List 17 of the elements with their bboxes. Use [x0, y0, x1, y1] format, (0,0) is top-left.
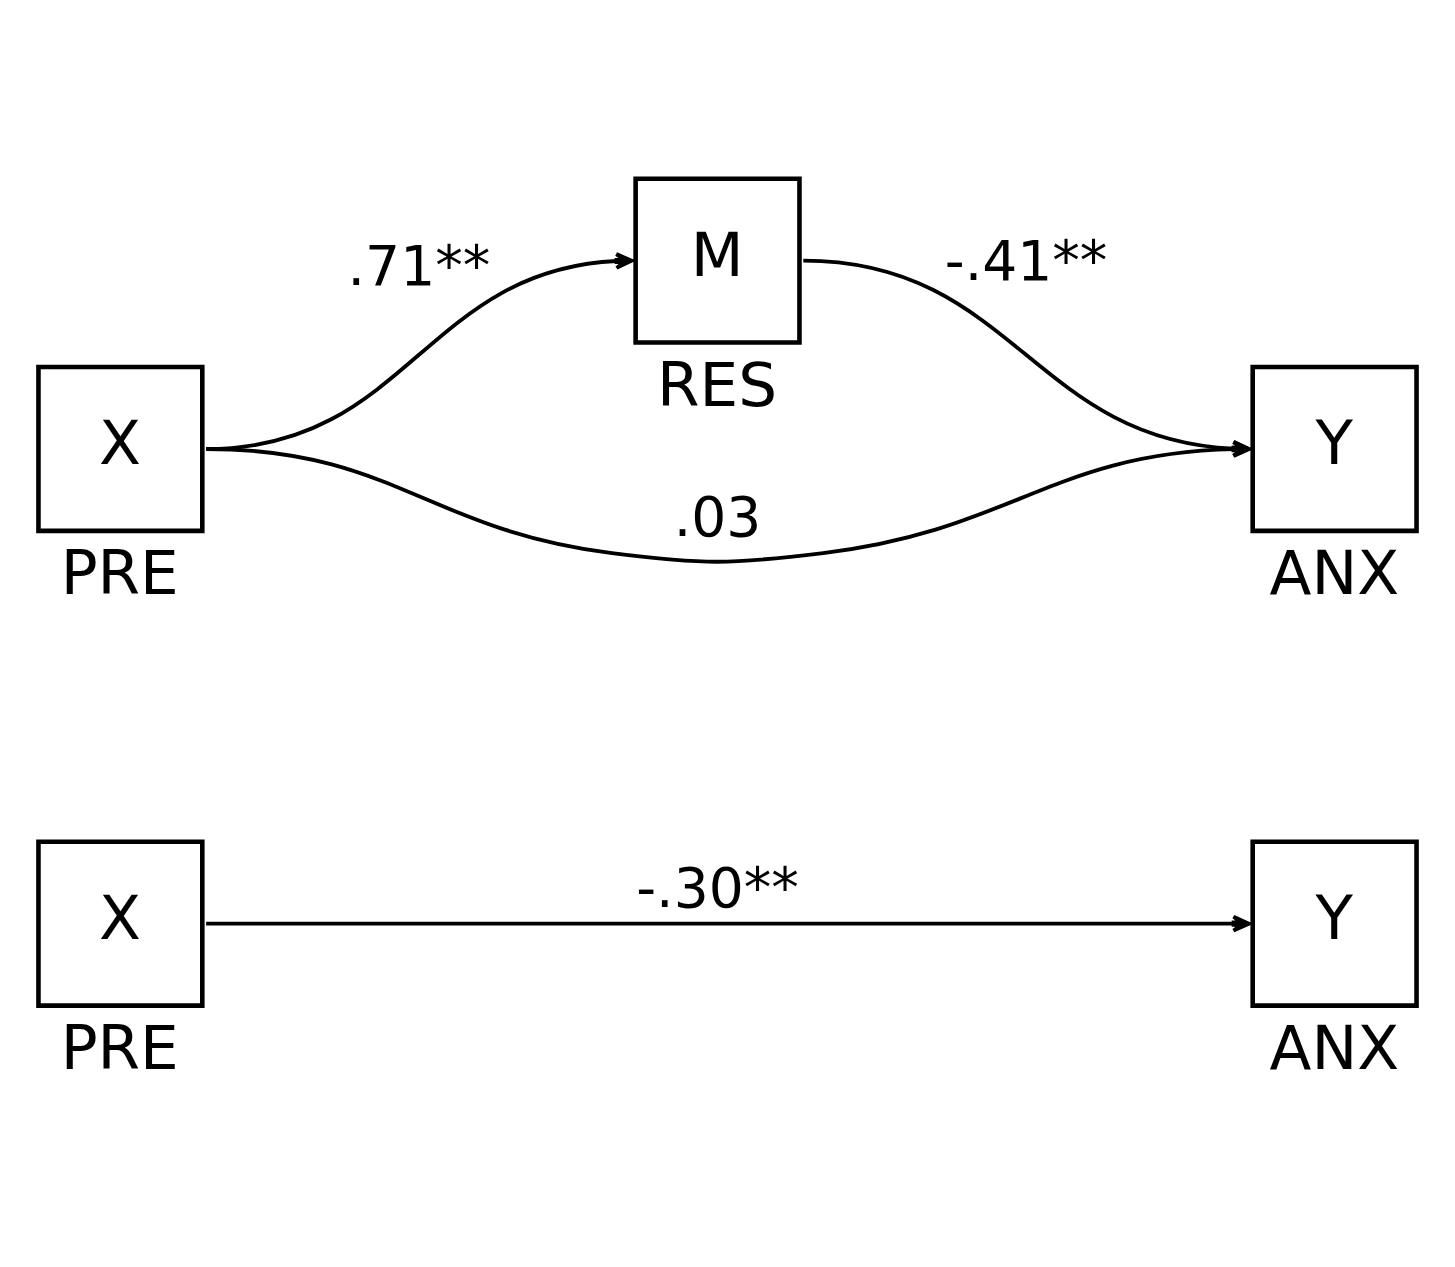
node-label: PRE	[60, 537, 179, 609]
edge-label: .03	[673, 484, 762, 549]
edge-label: -.41**	[944, 229, 1108, 294]
node-label: ANX	[1269, 537, 1400, 609]
edge-label: -.30**	[636, 855, 799, 920]
node-box: Y	[1250, 364, 1419, 534]
node-box: Y	[1250, 839, 1419, 1008]
node-label: ANX	[1269, 1012, 1400, 1084]
node-box: X	[36, 839, 205, 1008]
node-box: X	[36, 364, 205, 534]
arrow	[206, 914, 1251, 933]
arrow	[206, 440, 1251, 564]
node-box: M	[633, 176, 802, 345]
arrow	[803, 258, 1251, 458]
edge-label: .71**	[347, 233, 491, 298]
node-label: PRE	[60, 1012, 179, 1084]
node-label: RES	[657, 349, 778, 421]
